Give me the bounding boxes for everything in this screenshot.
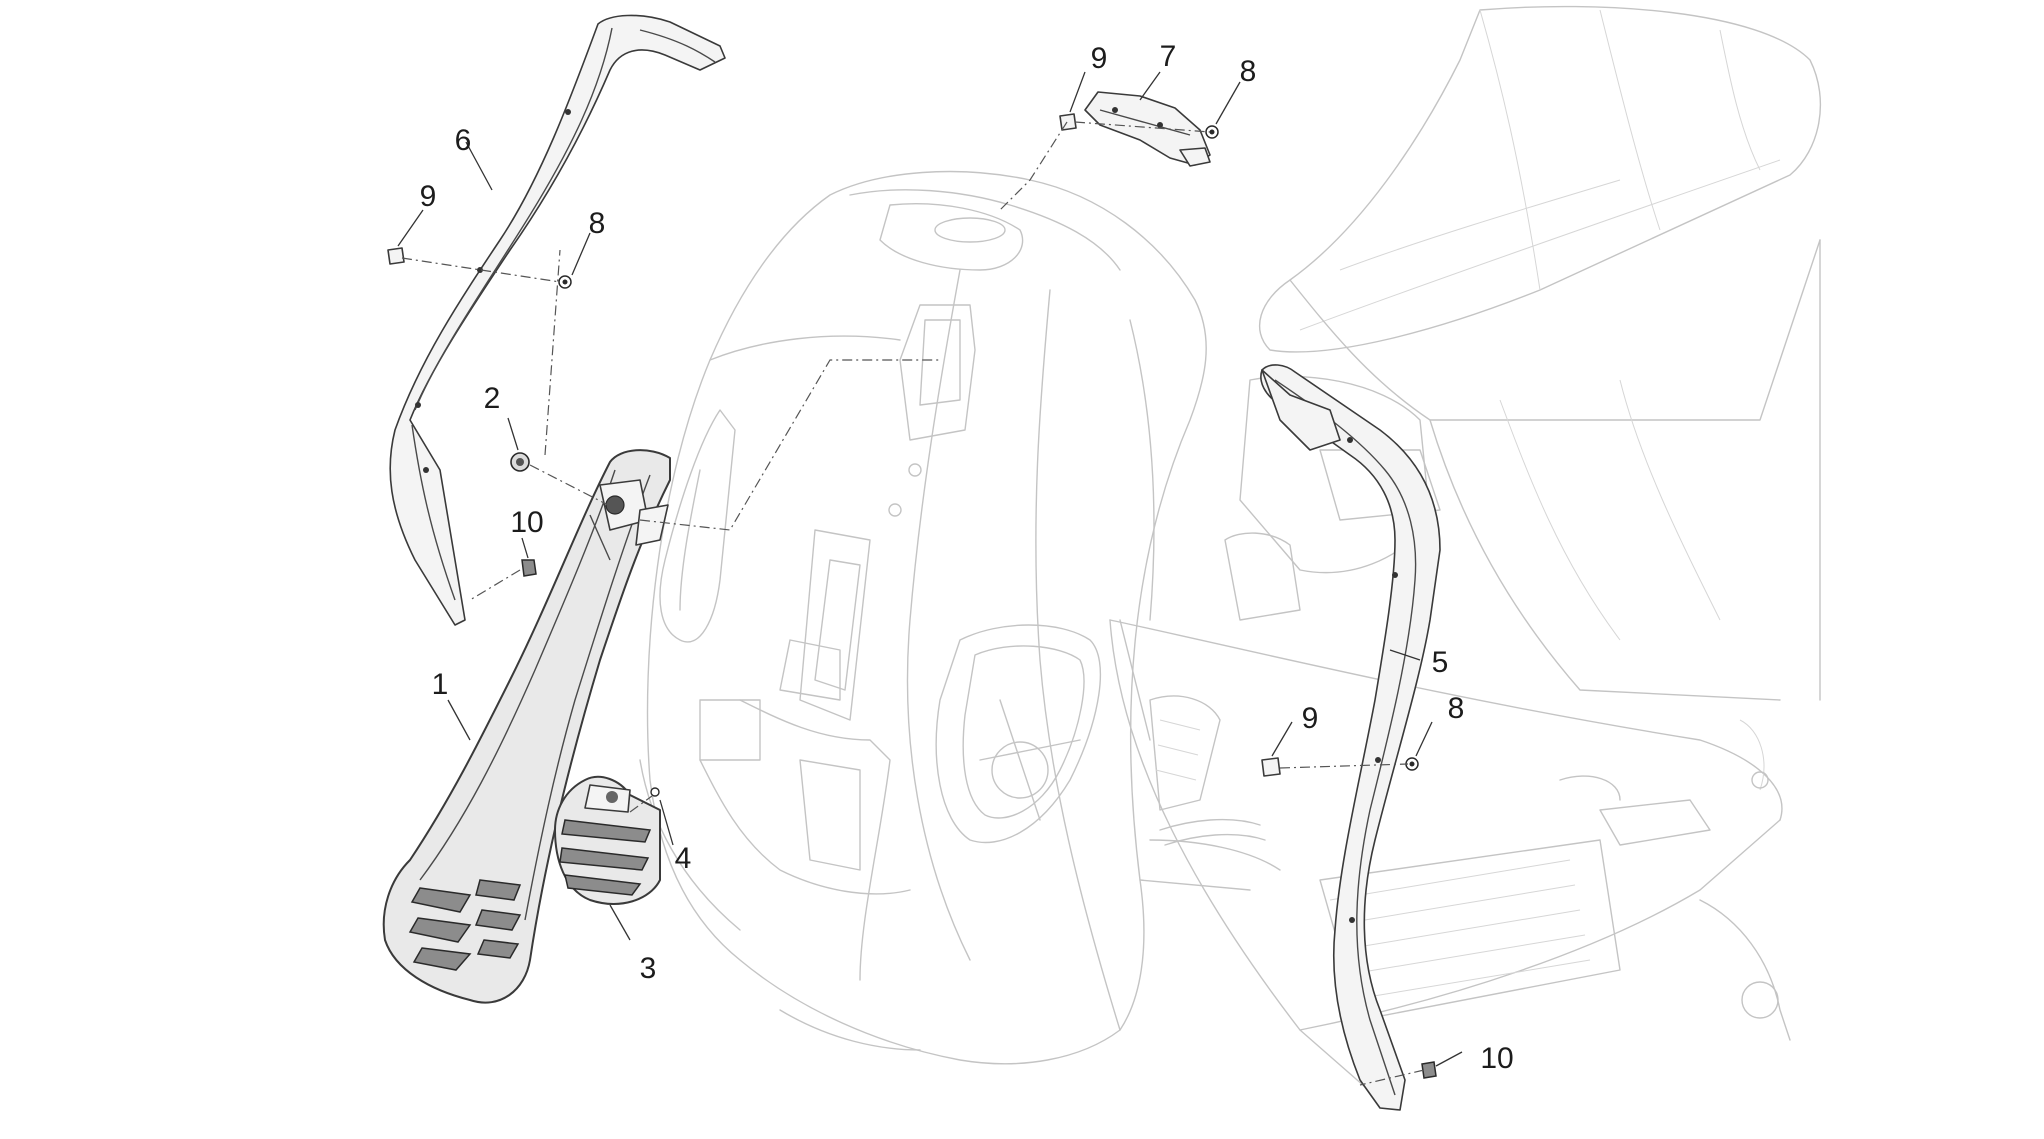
leader-lines: [397, 71, 1463, 1067]
callout-4: 4: [675, 842, 692, 875]
leader-8b: [1215, 81, 1241, 125]
callout-9c: 9: [1302, 702, 1319, 735]
scooter-body-ghost: [1109, 5, 1822, 1101]
screw-8-left: [558, 275, 572, 289]
part-6-upper-trim: [389, 14, 726, 626]
nut-10-left: [521, 559, 537, 577]
clip-9-top: [1059, 113, 1077, 131]
leader-5: [1389, 649, 1421, 661]
screw-8-top: [1205, 125, 1219, 139]
callout-6: 6: [455, 124, 472, 157]
leader-6: [465, 141, 493, 191]
callout-7: 7: [1160, 40, 1177, 73]
nut-10-right: [1421, 1061, 1437, 1079]
leader-10a: [521, 537, 529, 559]
callout-5: 5: [1432, 646, 1449, 679]
leader-2: [507, 417, 519, 451]
leader-9b: [1069, 71, 1086, 113]
leader-8a: [571, 232, 591, 276]
callout-10b: 10: [1480, 1042, 1513, 1075]
callout-1: 1: [432, 668, 449, 701]
leader-1: [447, 699, 471, 741]
callout-8c: 8: [1448, 692, 1465, 725]
leader-7: [1139, 71, 1161, 101]
front-shield-ghost: [639, 170, 1281, 1065]
leader-8c: [1415, 721, 1433, 757]
grommet-2: [510, 452, 530, 472]
callout-9b: 9: [1091, 42, 1108, 75]
leader-9c: [1271, 721, 1293, 757]
callout-8a: 8: [589, 207, 606, 240]
hardware-fasteners: [387, 113, 1437, 1079]
part-7-upper-bracket: [1084, 91, 1211, 167]
leader-4: [659, 799, 674, 846]
leader-10b: [1435, 1051, 1463, 1067]
part-5-side-trim: [1260, 364, 1441, 1111]
callout-10a: 10: [510, 506, 543, 539]
callout-2: 2: [484, 382, 501, 415]
clip-9-left: [387, 247, 405, 265]
callout-8b: 8: [1240, 55, 1257, 88]
callout-3: 3: [640, 952, 657, 985]
callout-9a: 9: [420, 180, 437, 213]
callout-labels: 1 2 3 4 5 6 7 8 8 8 9 9 9 10 10: [420, 40, 1514, 1075]
clip-9-right: [1261, 757, 1281, 777]
assembly-lines: [401, 121, 1425, 1086]
part-1-horn-cover: [382, 449, 671, 1004]
screw-4: [650, 787, 660, 797]
leader-3: [609, 904, 631, 941]
part-3-horn-grille: [554, 775, 661, 905]
leader-9a: [397, 209, 424, 247]
